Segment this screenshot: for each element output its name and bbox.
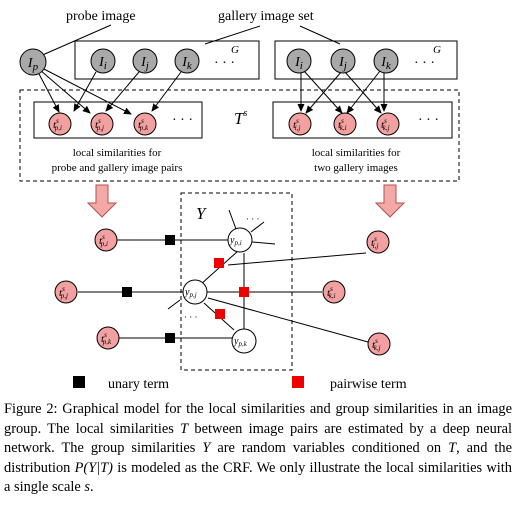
svg-text:Ij: Ij (338, 55, 347, 72)
svg-text:Ip: Ip (27, 56, 39, 73)
svg-text:yp,j: yp,j (184, 287, 197, 299)
left-box-caption-line2: probe and gallery image pairs (52, 162, 183, 174)
svg-text:tsp,j: tsp,j (59, 285, 68, 300)
unary-factor-3 (165, 333, 175, 343)
y-node-p-i: yp,i (227, 227, 253, 253)
svg-text:tsp,i: tsp,i (99, 233, 108, 248)
svg-text:tsk,j: tsk,j (372, 337, 381, 352)
svg-text:tsk,j: tsk,j (381, 117, 390, 132)
arrows-gallery-pairs (297, 70, 388, 114)
ellipsis-gallery-right: · · · (414, 56, 435, 71)
gallery-set-box-left (74, 40, 260, 80)
gallery-node-k: Ik (174, 48, 200, 74)
gallery-node-i-right: Ii (286, 48, 312, 74)
svg-text:Ii: Ii (294, 55, 303, 72)
ellipsis-gallery-left: · · · (214, 56, 235, 71)
caption-distribution: P(Y|T) (74, 459, 113, 476)
svg-text:Ii: Ii (98, 55, 107, 72)
svg-text:Ij: Ij (140, 55, 149, 72)
ts-symbol: Ts (234, 108, 247, 128)
local-similarity-dashed-box (19, 89, 460, 182)
svg-text:yp,i: yp,i (229, 235, 242, 247)
svg-text:tsi,j: tsi,j (293, 117, 300, 132)
caption-part-5: is modeled as the CRF. We only illustrat… (4, 459, 512, 496)
pairwise-factor-2 (239, 287, 249, 297)
svg-text:Ik: Ik (380, 55, 392, 72)
graphical-model-diagram: probe image gallery image set G G · · · … (19, 9, 460, 392)
down-arrow-right (374, 184, 406, 218)
probe-image-node: Ip (19, 48, 47, 76)
crf-dashed-box (180, 192, 293, 371)
gallery-node-j: Ij (132, 48, 158, 74)
unary-factor-2 (122, 287, 132, 297)
y-node-p-j: yp,j (182, 279, 208, 305)
crf-ellipsis-mid: · · · (184, 312, 198, 322)
caption-t-symbol-2: T (448, 440, 457, 456)
down-arrow-left (86, 184, 118, 218)
svg-text:tsp,j: tsp,j (95, 117, 104, 132)
caption-part-6: . (89, 479, 94, 495)
ellipsis-probe-pairs: · · · (172, 113, 193, 128)
gallery-node-k-right: Ik (373, 48, 399, 74)
svg-text:Ik: Ik (181, 55, 193, 72)
right-box-caption-line1: local similarities for (312, 147, 401, 159)
probe-pair-box (33, 101, 203, 139)
caption-part-2: between image pairs are estimated by a d… (4, 420, 512, 457)
left-box-caption-line1: local similarities for (73, 147, 162, 159)
caption-t-symbol: T (180, 420, 189, 437)
legend-unary-label: unary term (108, 377, 169, 392)
caption-y-symbol: Y (202, 440, 211, 456)
svg-text:tsi,j: tsi,j (371, 235, 378, 250)
crf-ellipsis-top: · · · (246, 214, 260, 224)
y-symbol: Y (196, 204, 207, 223)
svg-text:tsp,k: tsp,k (101, 331, 112, 346)
right-box-caption-line2: two gallery images (314, 162, 398, 174)
svg-text:tsk,i: tsk,i (338, 117, 347, 132)
crf-edges (78, 209, 369, 343)
y-node-p-k: yp,k (231, 328, 257, 354)
gallery-image-set-label: gallery image set (218, 9, 314, 24)
svg-text:yp,k: yp,k (233, 336, 248, 348)
legend-unary-swatch (73, 376, 85, 388)
pairwise-factor-3 (215, 309, 225, 319)
caption-part-4: , and the distribution (4, 440, 513, 476)
svg-text:tsp,k: tsp,k (138, 117, 149, 132)
gallery-pair-box (272, 101, 453, 139)
gallery-symbol-right: G (433, 44, 441, 56)
gallery-symbol-left: G (231, 44, 239, 56)
caption-part-3: are random variables conditioned on (210, 440, 449, 456)
caption-scale: s (84, 479, 90, 495)
unary-factor-1 (165, 235, 175, 245)
figure-caption: Figure 2: Graphical model for the local … (4, 400, 512, 498)
svg-text:tsk,i: tsk,i (327, 285, 336, 300)
caption-part-1: Figure 2: Graphical model for the local … (4, 401, 512, 437)
probe-image-label: probe image (66, 9, 136, 24)
svg-text:tsp,i: tsp,i (53, 117, 62, 132)
pairwise-factor-1 (214, 258, 224, 268)
gallery-set-box-right (274, 40, 458, 80)
gallery-node-i: Ii (90, 48, 116, 74)
legend-pairwise-swatch (292, 376, 304, 388)
ellipsis-gallery-pairs: · · · (418, 113, 439, 128)
legend-pairwise-label: pairwise term (330, 377, 407, 392)
arrows-probe-pairs (37, 67, 182, 115)
gallery-node-j-right: Ij (330, 48, 356, 74)
